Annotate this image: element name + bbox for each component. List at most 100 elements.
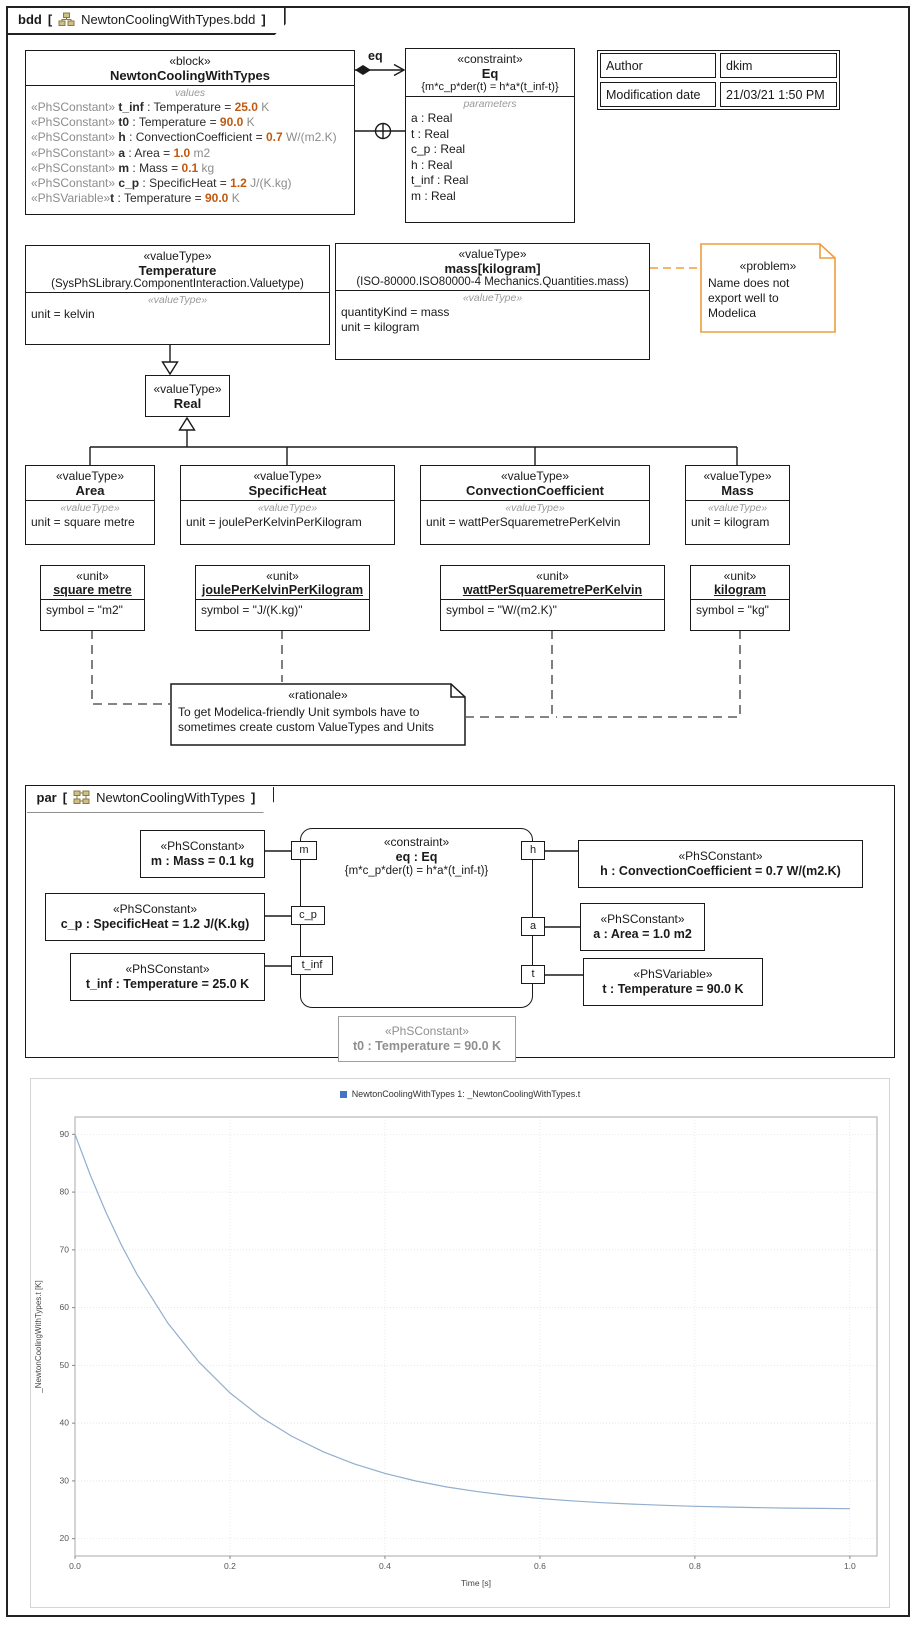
values-compartment-label: values — [174, 87, 206, 99]
par-box-label: t_inf : Temperature = 25.0 K — [85, 977, 250, 991]
frame-kind-label: bdd — [18, 11, 42, 27]
par-box-label: h : ConvectionCoefficient = 0.7 W/(m2.K) — [600, 864, 841, 878]
unit-name: kilogram — [713, 583, 767, 597]
info-label-cell: Modification date — [600, 82, 716, 107]
valuetype-name: Real — [173, 395, 202, 411]
value-property-row: «PhSConstant» m : Mass = 0.1 kg — [31, 160, 215, 175]
frame-title: NewtonCoolingWithTypes.bdd — [81, 11, 256, 27]
unit-jouleperkelvinperkilogram[interactable]: «unit» joulePerKelvinPerKilogram symbol … — [195, 565, 370, 631]
par-box-c_p[interactable]: «PhSConstant» c_p : SpecificHeat = 1.2 J… — [45, 893, 265, 941]
value-property-row: «PhSConstant» t_inf : Temperature = 25.0… — [31, 100, 270, 114]
valuetype-real[interactable]: «valueType» Real — [145, 375, 230, 417]
unit-kilogram[interactable]: «unit» kilogram symbol = "kg" — [690, 565, 790, 631]
frame-bracket-close: ] — [261, 11, 266, 27]
valuetype-name: Mass — [721, 483, 754, 498]
symbol-line: symbol = "W/(m2.K)" — [446, 603, 557, 617]
svg-text:0.0: 0.0 — [69, 1561, 81, 1571]
phsconstant-stereotype: «PhSConstant» — [112, 902, 198, 916]
svg-text:0.4: 0.4 — [379, 1561, 391, 1571]
value-property-row: «PhSVariable»t : Temperature = 90.0 K — [31, 191, 240, 206]
unit-name: joulePerKelvinPerKilogram — [201, 583, 364, 597]
port-t[interactable]: t — [521, 965, 545, 984]
par-box-a[interactable]: «PhSConstant» a : Area = 1.0 m2 — [580, 903, 705, 951]
unit-stereotype: «unit» — [76, 569, 109, 583]
bdd-frame-tab[interactable]: bdd [ NewtonCoolingWithTypes.bdd ] — [8, 8, 286, 35]
note-shape — [170, 683, 466, 746]
unit-stereotype: «unit» — [536, 569, 569, 583]
valuetype-stereotype: «valueType» — [253, 469, 322, 483]
svg-text:80: 80 — [60, 1187, 70, 1197]
phsconstant-stereotype: «PhSConstant» — [384, 1024, 470, 1038]
par-box-t_inf[interactable]: «PhSConstant» t_inf : Temperature = 25.0… — [70, 953, 265, 1001]
valuetype-stereotype: «valueType» — [55, 469, 125, 483]
constraint-stereotype: «constraint» — [383, 835, 450, 849]
phsconstant-stereotype: «PhSConstant» — [678, 849, 763, 863]
valuetype-name: SpecificHeat — [248, 483, 327, 498]
unit-square-metre[interactable]: «unit» square metre symbol = "m2" — [40, 565, 145, 631]
valuetype-name: Area — [75, 483, 105, 498]
valuetype-stereotype: «valueType» — [500, 469, 570, 483]
rationale-stereotype: «rationale» — [288, 688, 348, 702]
value-property-row: «PhSConstant» c_p : SpecificHeat = 1.2 J… — [31, 176, 292, 191]
valuetype-comp-label: «valueType» — [505, 502, 565, 514]
par-box-t[interactable]: «PhSVariable» t : Temperature = 90.0 K — [583, 958, 763, 1006]
bdd-frame-border — [6, 6, 910, 1617]
constraint-property-name: eq : Eq — [395, 850, 438, 864]
valuetype-comp-label: «valueType» — [147, 294, 208, 306]
par-box-t0[interactable]: «PhSConstant» t0 : Temperature = 90.0 K — [338, 1016, 516, 1062]
svg-text:20: 20 — [60, 1533, 70, 1543]
valuetype-comp-label: «valueType» — [462, 292, 523, 304]
phsvariable-stereotype: «PhSVariable» — [633, 967, 713, 981]
frame-title: NewtonCoolingWithTypes — [96, 790, 245, 805]
port-c_p[interactable]: c_p — [291, 906, 325, 925]
unit-line: unit = wattPerSquaremetrePerKelvin — [426, 515, 621, 529]
svg-text:0.6: 0.6 — [534, 1561, 546, 1571]
constraint-expression: {m*c_p*der(t) = h*a*(t_inf-t)} — [421, 81, 559, 93]
svg-text:60: 60 — [60, 1302, 70, 1312]
rationale-text: To get Modelica-friendly Unit symbols ha… — [178, 705, 434, 734]
problem-text: Name does not export well to Modelica — [708, 276, 790, 320]
symbol-line: symbol = "kg" — [696, 603, 769, 617]
constraint-name: Eq — [481, 66, 499, 81]
parameter-row: a : Real — [411, 111, 453, 125]
svg-text:40: 40 — [60, 1418, 70, 1428]
constraint-expression: {m*c_p*der(t) = h*a*(t_inf-t)} — [344, 865, 489, 877]
unit-name: wattPerSquaremetrePerKelvin — [462, 583, 643, 597]
parameter-row: t_inf : Real — [411, 173, 469, 187]
phsconstant-stereotype: «PhSConstant» — [600, 912, 685, 926]
port-t_inf[interactable]: t_inf — [291, 956, 333, 975]
svg-text:Time [s]: Time [s] — [461, 1578, 491, 1588]
constraint-block-eq[interactable]: «constraint» Eq {m*c_p*der(t) = h*a*(t_i… — [405, 48, 575, 223]
par-box-h[interactable]: «PhSConstant» h : ConvectionCoefficient … — [578, 840, 863, 888]
info-label-cell: Author — [600, 53, 716, 78]
valuetype-specificheat[interactable]: «valueType» SpecificHeat «valueType» uni… — [180, 465, 395, 545]
value-property-row: «PhSConstant» h : ConvectionCoefficient … — [31, 130, 337, 145]
port-m[interactable]: m — [291, 841, 317, 860]
quantitykind-line: quantityKind = mass — [341, 305, 450, 319]
port-h[interactable]: h — [521, 841, 545, 860]
rationale-note[interactable]: «rationale» To get Modelica-friendly Uni… — [170, 683, 466, 746]
port-a[interactable]: a — [521, 917, 545, 936]
info-value-cell: dkim — [720, 53, 837, 78]
phsconstant-stereotype: «PhSConstant» — [160, 839, 245, 853]
valuetype-stereotype: «valueType» — [153, 381, 222, 396]
valuetype-comp-label: «valueType» — [257, 502, 318, 514]
block-stereotype: «block» — [169, 54, 211, 68]
block-newtoncoolingwithtypes[interactable]: «block» NewtonCoolingWithTypes values «P… — [25, 50, 355, 215]
valuetype-convectioncoefficient[interactable]: «valueType» ConvectionCoefficient «value… — [420, 465, 650, 545]
table-row: Author dkim — [598, 51, 839, 80]
par-constraint-eq[interactable]: «constraint» eq : Eq {m*c_p*der(t) = h*a… — [300, 828, 533, 1008]
svg-text:90: 90 — [60, 1129, 70, 1139]
par-box-m[interactable]: «PhSConstant» m : Mass = 0.1 kg — [140, 830, 265, 878]
legend-swatch — [339, 1090, 347, 1098]
valuetype-mass-kilogram[interactable]: «valueType» mass[kilogram] (ISO-80000.IS… — [335, 243, 650, 360]
valuetype-area[interactable]: «valueType» Area «valueType» unit = squa… — [25, 465, 155, 545]
valuetype-name: Temperature — [138, 263, 217, 278]
unit-wattpersquaremetreperkelvin[interactable]: «unit» wattPerSquaremetrePerKelvin symbo… — [440, 565, 665, 631]
par-box-label: m : Mass = 0.1 kg — [150, 854, 255, 868]
problem-note[interactable]: «problem» Name does not export well to M… — [700, 243, 836, 333]
valuetype-temperature[interactable]: «valueType» Temperature (SysPhSLibrary.C… — [25, 245, 330, 345]
valuetype-mass[interactable]: «valueType» Mass «valueType» unit = kilo… — [685, 465, 790, 545]
par-frame-tab[interactable]: par [ NewtonCoolingWithTypes ] — [27, 787, 275, 813]
